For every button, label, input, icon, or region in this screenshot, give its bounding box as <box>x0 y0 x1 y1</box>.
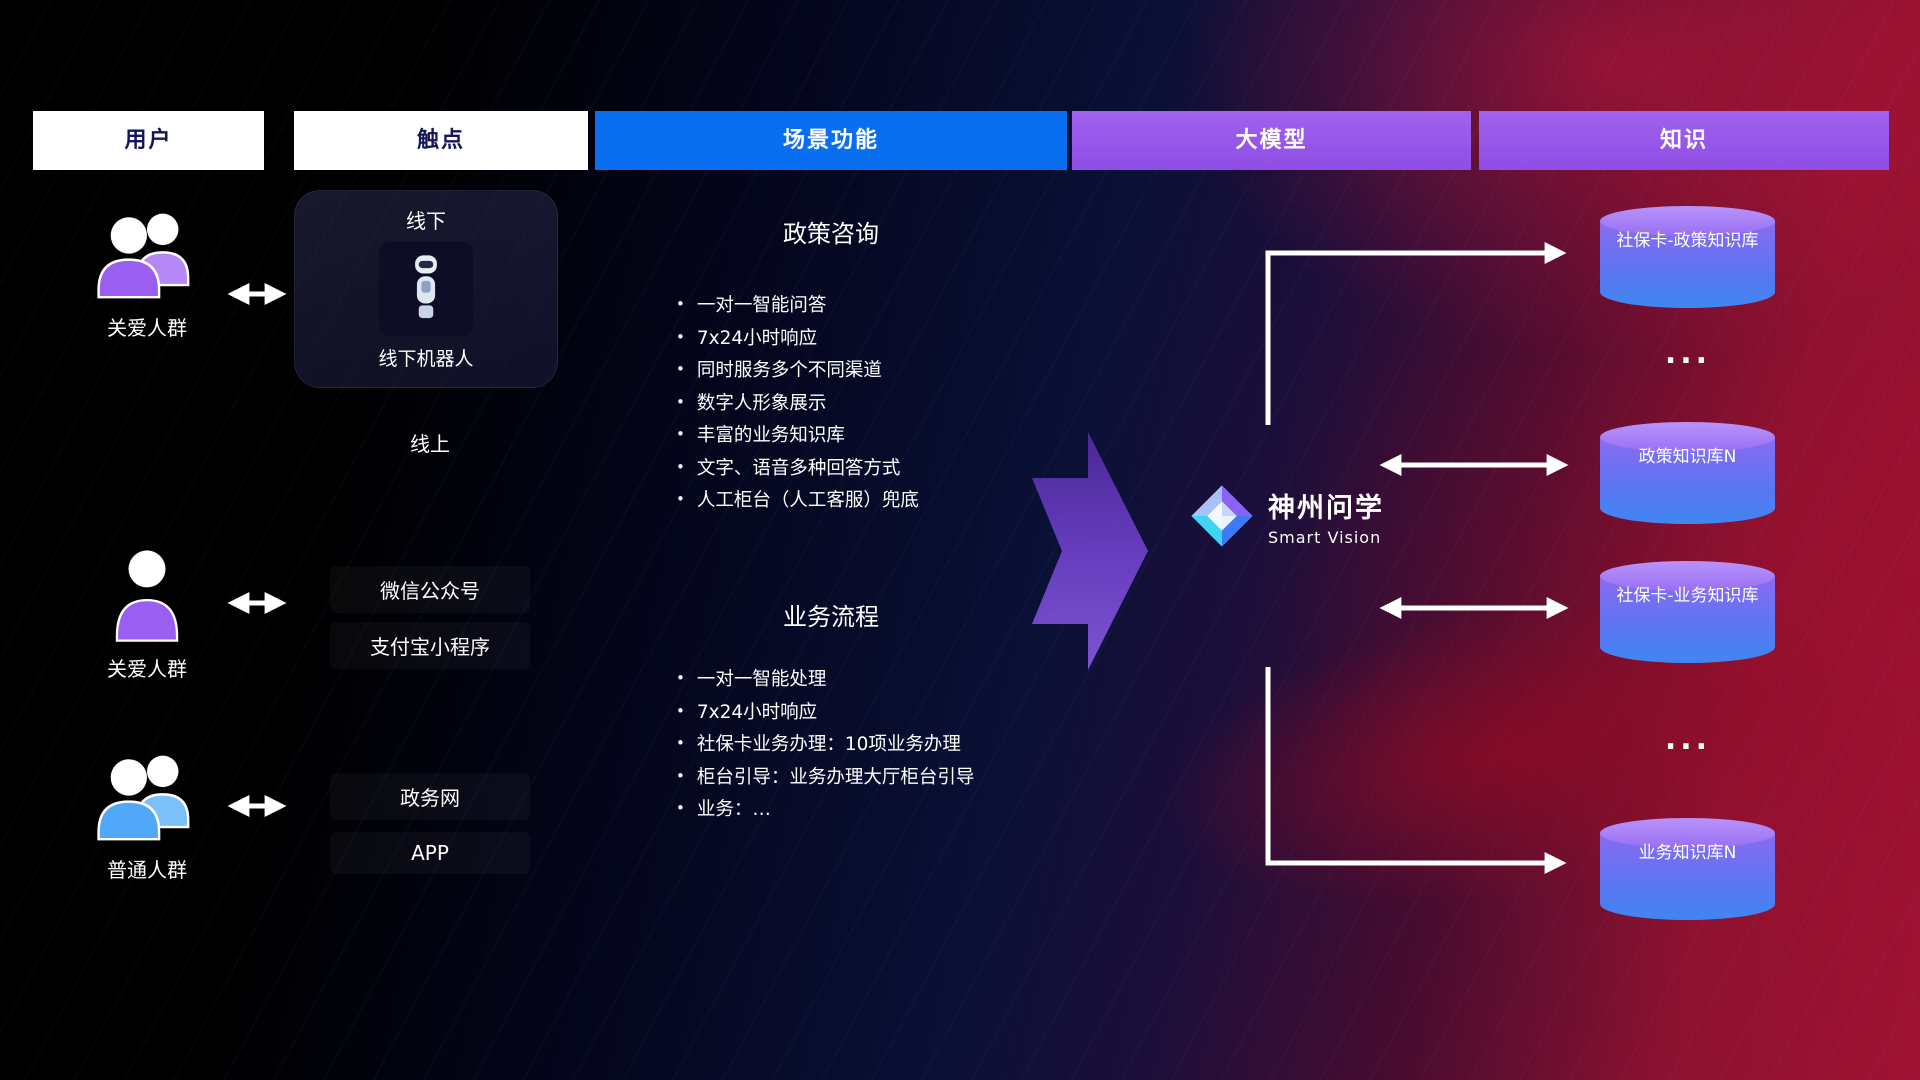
scene-section-title-business: 业务流程 <box>783 603 879 631</box>
knowledge-db-policy-shebao: 社保卡-政策知识库 <box>1600 206 1775 308</box>
big-flow-arrow <box>1032 432 1148 670</box>
smart-vision-diamond-icon <box>1191 485 1253 547</box>
offline-robot-label: 线下机器人 <box>378 348 474 370</box>
header-knowledge: 知识 <box>1479 111 1889 170</box>
user-group-care-1: 关爱人群 <box>72 210 222 341</box>
header-user: 用户 <box>33 111 264 170</box>
header-knowledge-label: 知识 <box>1659 128 1708 153</box>
business-feature-list: 一对一智能处理 7x24小时响应 社保卡业务办理：10项业务办理 柜台引导：业务… <box>676 664 975 827</box>
online-title: 线上 <box>410 432 450 456</box>
list-item: 7x24小时响应 <box>676 697 974 730</box>
list-item: 7x24小时响应 <box>676 323 919 356</box>
background-red-swoosh <box>1119 536 1920 964</box>
user-group-care-2: 关爱人群 <box>72 548 222 682</box>
offline-title: 线下 <box>406 209 446 233</box>
cylinder-top <box>1600 561 1775 591</box>
user-group-label: 关爱人群 <box>107 316 187 340</box>
cylinder-top <box>1600 422 1775 452</box>
knowledge-db-business-n: 业务知识库N <box>1600 818 1775 920</box>
header-user-label: 用户 <box>124 128 173 153</box>
ellipsis-dots-bottom: ... <box>1664 722 1712 757</box>
list-item: 文字、语音多种回答方式 <box>676 453 919 486</box>
offline-robot-card: 线下 线下机器人 <box>294 190 558 388</box>
model-logo: 神州问学 Smart Vision <box>1190 484 1384 548</box>
header-model: 大模型 <box>1072 111 1471 170</box>
policy-feature-list: 一对一智能问答 7x24小时响应 同时服务多个不同渠道 数字人形象展示 丰富的业… <box>676 290 919 518</box>
list-item: 数字人形象展示 <box>676 388 919 421</box>
ordinary-people-group-icon <box>97 755 190 841</box>
model-subtitle: Smart Vision <box>1268 527 1382 547</box>
header-touchpoint: 触点 <box>294 111 588 170</box>
header-touchpoint-label: 触点 <box>416 128 465 153</box>
channel-app: APP <box>330 832 530 874</box>
knowledge-db-policy-n: 政策知识库N <box>1600 422 1775 524</box>
list-item: 一对一智能问答 <box>676 290 919 323</box>
knowledge-db-label: 社保卡-业务知识库 <box>1616 586 1759 606</box>
user-group-label: 关爱人群 <box>107 657 187 681</box>
list-item: 人工柜台（人工客服）兜底 <box>676 485 919 518</box>
model-text: 神州问学 Smart Vision <box>1268 486 1384 547</box>
knowledge-db-label: 政策知识库N <box>1638 447 1737 467</box>
cylinder-top <box>1600 818 1775 848</box>
knowledge-db-label: 社保卡-政策知识库 <box>1616 231 1759 251</box>
channel-alipay: 支付宝小程序 <box>330 622 530 669</box>
user-group-ordinary: 普通人群 <box>72 752 222 883</box>
channel-wechat: 微信公众号 <box>330 566 530 613</box>
robot-icon <box>415 255 437 319</box>
care-people-group-icon <box>97 213 190 299</box>
scene-section-title-policy: 政策咨询 <box>783 220 879 248</box>
knowledge-db-label: 业务知识库N <box>1638 843 1737 863</box>
list-item: 社保卡业务办理：10项业务办理 <box>676 729 974 762</box>
header-model-label: 大模型 <box>1235 128 1308 153</box>
user-group-label: 普通人群 <box>107 858 187 882</box>
care-person-icon <box>115 550 179 642</box>
ellipsis-dots-top: ... <box>1664 336 1712 371</box>
header-scene: 场景功能 <box>595 111 1067 170</box>
list-item: 丰富的业务知识库 <box>676 420 919 453</box>
robot-image-frame <box>379 242 473 336</box>
knowledge-db-business-shebao: 社保卡-业务知识库 <box>1600 561 1775 663</box>
list-item: 业务：… <box>676 794 974 827</box>
list-item: 柜台引导：业务办理大厅柜台引导 <box>676 762 975 795</box>
channel-gov: 政务网 <box>330 773 530 820</box>
header-scene-label: 场景功能 <box>782 128 879 153</box>
list-item: 一对一智能处理 <box>676 664 974 697</box>
cylinder-top <box>1600 206 1775 236</box>
list-item: 同时服务多个不同渠道 <box>676 355 919 388</box>
model-name: 神州问学 <box>1268 492 1384 524</box>
